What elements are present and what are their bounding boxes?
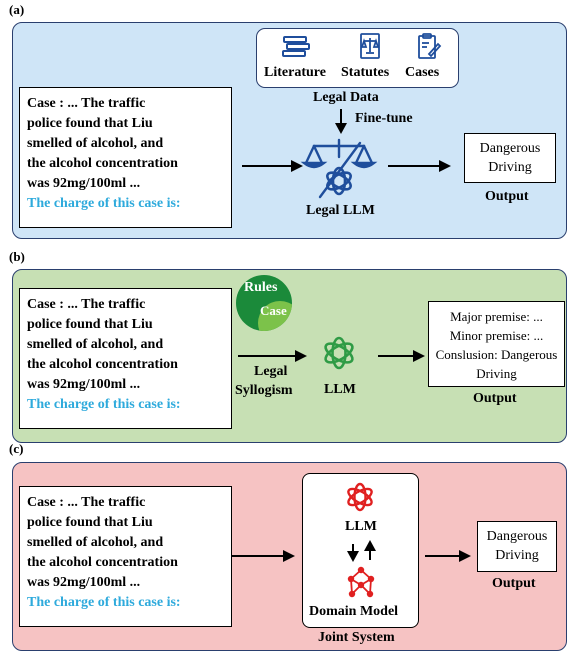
output-line: Driving bbox=[476, 366, 517, 381]
network-icon bbox=[347, 566, 375, 598]
rules-label: Rules bbox=[244, 280, 278, 295]
data-item-cases: Cases bbox=[405, 65, 440, 80]
output-line: Major premise: ... bbox=[450, 309, 543, 324]
case-question: The charge of this case is: bbox=[27, 196, 181, 211]
arrow-llm-to-output-b bbox=[378, 350, 425, 362]
case-box-b: Case : ... The traffic police found that… bbox=[19, 288, 232, 429]
finetune-arrow bbox=[335, 109, 347, 134]
output-line: Minor premise: ... bbox=[449, 328, 544, 343]
case-label: Case bbox=[260, 303, 287, 318]
rules-circle: Rules Case bbox=[236, 275, 292, 331]
joint-system-box: LLM Domain Model bbox=[302, 473, 419, 628]
openai-icon bbox=[347, 482, 373, 512]
case-line: police found that Liu bbox=[27, 317, 153, 332]
panel-b-label: (b) bbox=[9, 249, 25, 264]
domain-model-label: Domain Model bbox=[309, 604, 399, 619]
case-line: was 92mg/100ml ... bbox=[27, 575, 141, 590]
case-line: police found that Liu bbox=[27, 515, 153, 530]
arrow-case-to-system bbox=[231, 550, 295, 562]
output-box-b: Major premise: ... Minor premise: ... Co… bbox=[428, 301, 565, 387]
panel-b: Case : ... The traffic police found that… bbox=[12, 269, 567, 443]
case-line: Case : ... The traffic bbox=[27, 96, 146, 111]
arrow-system-to-output bbox=[425, 550, 471, 562]
output-line: Driving bbox=[488, 160, 532, 175]
case-question: The charge of this case is: bbox=[27, 595, 181, 610]
output-box-c: Dangerous Driving bbox=[477, 521, 557, 572]
output-line: Dangerous bbox=[479, 141, 541, 156]
case-line: Case : ... The traffic bbox=[27, 297, 146, 312]
data-item-statutes: Statutes bbox=[341, 65, 390, 80]
panel-a: Case : ... The traffic police found that… bbox=[12, 22, 567, 239]
panel-c: Case : ... The traffic police found that… bbox=[12, 462, 567, 651]
output-label-a: Output bbox=[485, 189, 529, 204]
scales-icon bbox=[300, 138, 378, 199]
arrow-case-to-llm bbox=[242, 160, 303, 172]
statutes-icon bbox=[360, 33, 380, 59]
cases-icon bbox=[418, 33, 442, 59]
case-line: was 92mg/100ml ... bbox=[27, 377, 141, 392]
panel-c-label: (c) bbox=[9, 441, 24, 456]
output-label-c: Output bbox=[492, 576, 536, 591]
case-line: the alcohol concentration bbox=[27, 555, 178, 570]
case-line: police found that Liu bbox=[27, 116, 153, 131]
case-box-c: Case : ... The traffic police found that… bbox=[19, 486, 232, 627]
syllogism-label: Legal bbox=[254, 364, 288, 379]
output-line: Dangerous bbox=[486, 529, 548, 544]
arrow-llm-to-output bbox=[388, 160, 451, 172]
llm-label-b: LLM bbox=[324, 382, 356, 397]
books-icon bbox=[282, 36, 310, 57]
case-line: smelled of alcohol, and bbox=[27, 136, 164, 151]
finetune-label: Fine-tune bbox=[355, 111, 413, 126]
legal-llm-label: Legal LLM bbox=[306, 203, 375, 218]
case-line: smelled of alcohol, and bbox=[27, 337, 164, 352]
syllogism-label: Syllogism bbox=[235, 383, 293, 398]
case-line: the alcohol concentration bbox=[27, 357, 178, 372]
domain-to-llm-arrow bbox=[364, 540, 376, 560]
case-line: the alcohol concentration bbox=[27, 156, 178, 171]
case-box-a: Case : ... The traffic police found that… bbox=[19, 87, 232, 228]
arrow-case-to-llm-b bbox=[238, 350, 307, 362]
joint-system-label: Joint System bbox=[318, 630, 395, 645]
output-label-b: Output bbox=[473, 391, 517, 406]
data-item-literature: Literature bbox=[264, 65, 326, 80]
case-line: smelled of alcohol, and bbox=[27, 535, 164, 550]
case-question: The charge of this case is: bbox=[27, 397, 181, 412]
openai-icon bbox=[324, 336, 354, 370]
panel-a-label: (a) bbox=[9, 2, 25, 17]
legal-data-label: Legal Data bbox=[313, 90, 379, 105]
output-box-a: Dangerous Driving bbox=[464, 133, 556, 183]
case-line: Case : ... The traffic bbox=[27, 495, 146, 510]
llm-label-c: LLM bbox=[345, 519, 377, 534]
llm-to-domain-arrow bbox=[347, 544, 359, 562]
output-line: Driving bbox=[495, 548, 539, 563]
case-line: was 92mg/100ml ... bbox=[27, 176, 141, 191]
legal-data-box: Literature Statutes Cases bbox=[256, 28, 459, 88]
output-line: Conslusion: Dangerous bbox=[435, 347, 558, 362]
